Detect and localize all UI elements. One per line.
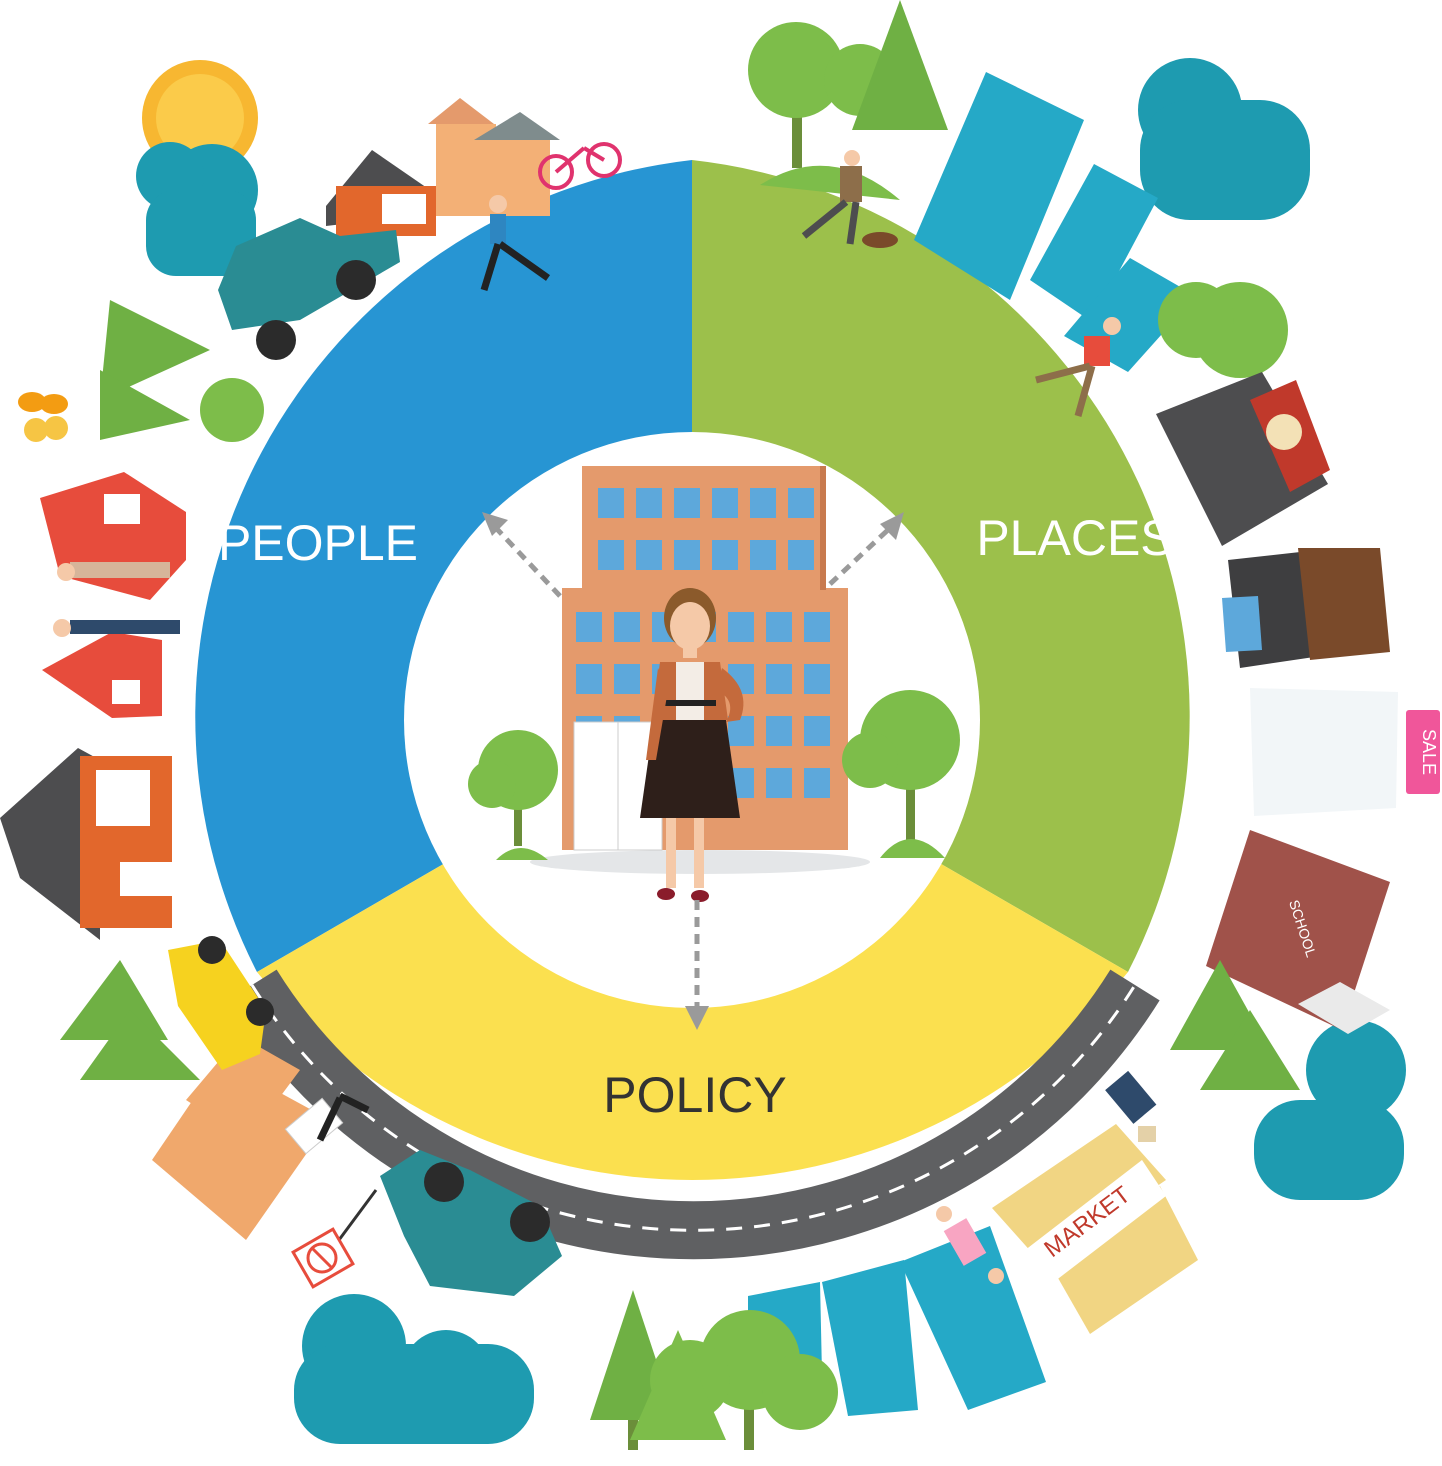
window [788, 488, 814, 518]
window [674, 540, 700, 570]
policy-label: POLICY [603, 1067, 786, 1123]
window [728, 612, 754, 642]
car-icon [218, 218, 400, 360]
bicycle-icon [538, 142, 622, 190]
orange-house-icon [0, 748, 172, 940]
people-label: PEOPLE [218, 515, 418, 571]
woman-illustration [640, 588, 744, 902]
jogger-icon [480, 195, 551, 292]
window [576, 664, 602, 694]
red-house-icon-2 [42, 632, 162, 718]
window [766, 768, 792, 798]
pedestrian-icons-bottom [936, 1206, 1004, 1284]
window [766, 612, 792, 642]
sale-sign-text: SALE [1419, 729, 1439, 775]
tree-icons-right [1158, 282, 1288, 378]
cloud-icon [136, 142, 258, 276]
window [636, 540, 662, 570]
arrow-to-people [494, 526, 562, 598]
red-house-icon [40, 472, 186, 600]
cloud-icon-bottom-right [1254, 1020, 1406, 1200]
no-smoking-sign-icon [291, 1189, 378, 1289]
places-label: PLACES [976, 510, 1173, 566]
tree-icons-bottom [590, 1290, 838, 1450]
butterfly-icon [18, 392, 68, 442]
window [804, 612, 830, 642]
window [712, 488, 738, 518]
sale-sign-icon: SALE [1406, 710, 1440, 794]
window [766, 664, 792, 694]
window [804, 664, 830, 694]
window [598, 488, 624, 518]
house-icon [326, 150, 436, 236]
man-carrying-sign-icon [284, 1092, 370, 1155]
arrows [494, 526, 892, 1006]
arrowheads [482, 512, 904, 1030]
tree-icons-top [748, 0, 948, 200]
school-icon: SCHOOL [1206, 830, 1390, 1034]
tree-icons-lower-right [1170, 960, 1300, 1090]
window [636, 488, 662, 518]
people-icons-left [53, 562, 180, 637]
delivery-person-icon [1105, 1070, 1157, 1142]
window [750, 540, 776, 570]
tree-icons-left [60, 300, 264, 1080]
window [576, 612, 602, 642]
runner-icon [1035, 317, 1121, 417]
restaurant-icon [1156, 372, 1330, 546]
window [614, 664, 640, 694]
arrow-to-places [828, 526, 892, 586]
window [750, 488, 776, 518]
window [766, 716, 792, 746]
window [598, 540, 624, 570]
car-icon-bottom [380, 1150, 562, 1296]
cloud-icon-top-right [1138, 58, 1310, 220]
shop-building-icon [1250, 688, 1398, 816]
market-icon: MARKET [992, 1124, 1198, 1334]
window [788, 540, 814, 570]
cafe-icon [1222, 548, 1390, 668]
solar-panels-icon [152, 1036, 330, 1240]
window [712, 540, 738, 570]
taxi-icon [168, 936, 274, 1070]
window [804, 768, 830, 798]
window [614, 612, 640, 642]
window [804, 716, 830, 746]
window [674, 488, 700, 518]
man-walking-dog-icon [801, 150, 898, 248]
cloud-icon-bottom-left [294, 1294, 534, 1444]
